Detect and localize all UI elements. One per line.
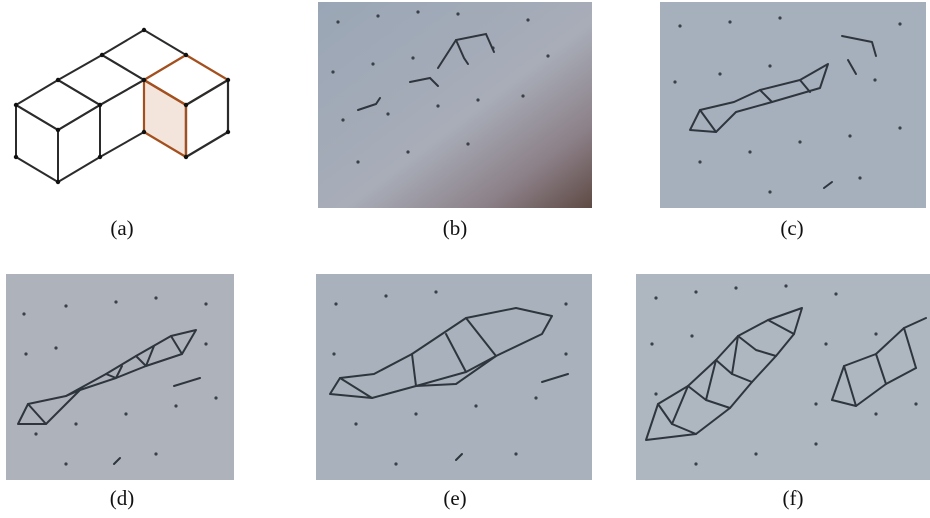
cube-top-face <box>15 79 101 131</box>
cube-top-face <box>57 54 145 106</box>
highlighted-cube <box>142 53 230 159</box>
isometric-cubes-diagram <box>13 27 231 185</box>
dot-grid <box>332 290 568 466</box>
panel-d-sketch-photo <box>6 274 234 480</box>
caption-c: (c) <box>780 216 804 240</box>
pencil-sketch <box>329 307 569 461</box>
pencil-sketch <box>689 35 877 189</box>
cube-right-face <box>57 104 101 183</box>
caption-a: (a) <box>110 216 134 240</box>
pencil-sketch <box>357 32 495 111</box>
panel-a-cube-drawing <box>10 20 235 190</box>
dot-grid <box>22 296 218 466</box>
caption-b: (b) <box>442 216 468 240</box>
caption-f: (f) <box>782 486 804 510</box>
cube-left-face <box>15 104 59 183</box>
caption-e: (e) <box>443 486 467 510</box>
dot-grid <box>650 284 918 466</box>
pencil-sketch <box>17 329 201 465</box>
caption-d: (d) <box>109 486 135 510</box>
panel-e-sketch-photo <box>316 274 592 480</box>
pencil-sketch <box>645 307 927 441</box>
dot-grid <box>673 16 902 194</box>
panel-b-sketch-photo <box>318 2 592 208</box>
panel-f-sketch-photo <box>636 274 930 480</box>
panel-c-sketch-photo <box>660 2 926 208</box>
